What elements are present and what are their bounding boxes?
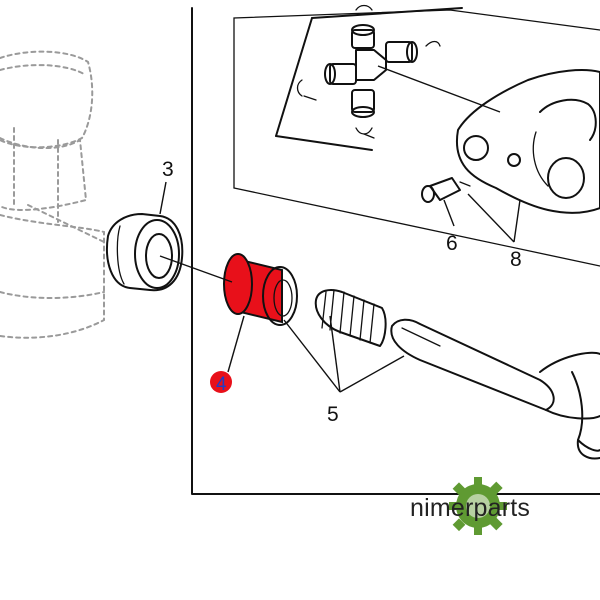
- cross-detail-box-lower: [233, 187, 600, 267]
- ghost-housing: [0, 50, 105, 339]
- callout-3: 3: [162, 158, 174, 181]
- leader-lines: [159, 181, 521, 393]
- part-4-bearing-cup: [223, 253, 298, 326]
- callout-4-marker: [210, 371, 232, 393]
- brand-logo: nimerparts: [410, 477, 530, 535]
- yoke-housing: [377, 65, 600, 214]
- cross-detail-box: [233, 9, 600, 189]
- detail-frame: [191, 7, 600, 495]
- callout-5: 5: [327, 403, 339, 426]
- callout-4: 4: [216, 374, 227, 395]
- callout-8: 8: [510, 248, 522, 271]
- part-6-grease-fitting: [421, 177, 471, 203]
- part-5-shaft: [314, 289, 600, 460]
- callout-6: 6: [446, 232, 458, 255]
- part-3-seal: [106, 213, 184, 292]
- brand-name: nimerparts: [410, 494, 530, 522]
- gear-icon: [449, 477, 507, 535]
- universal-joint-cross: [275, 4, 463, 151]
